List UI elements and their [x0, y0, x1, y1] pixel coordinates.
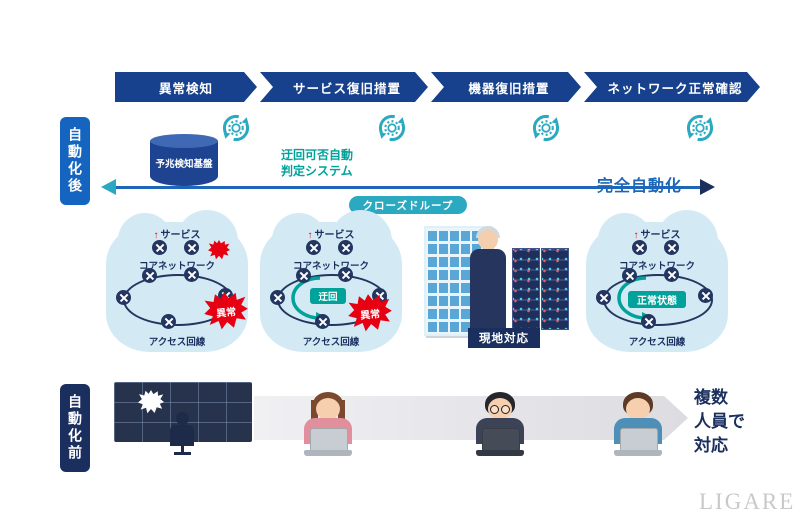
worker-with-laptop: [468, 392, 532, 462]
network-node-icon: [338, 240, 353, 255]
note-line-3: 対応: [694, 435, 728, 455]
service-row: ↑サービス: [586, 226, 728, 241]
ligare-watermark: LIGARE: [699, 489, 796, 514]
worker-with-laptop: [606, 392, 670, 462]
flow-arrow-left-icon: [101, 179, 116, 195]
normal-state-pill: 正常状態: [628, 291, 686, 308]
core-network-label: コアネットワーク: [138, 261, 215, 272]
network-node-icon: [184, 267, 199, 282]
alert-label: 異常: [359, 308, 381, 322]
network-node-icon: [116, 290, 131, 305]
access-line-label: アクセス回線: [628, 337, 686, 348]
service-row: ↑サービス: [106, 226, 248, 241]
network-node-icon: [161, 314, 176, 329]
laptop-icon: [620, 428, 658, 452]
judge-line-2: 判定システム: [281, 163, 353, 178]
process-step-bar: 異常検知 サービス復旧措置 機器復旧措置 ネットワーク正常確認: [115, 72, 760, 102]
worker-head: [488, 398, 512, 420]
network-node-icon: [306, 240, 321, 255]
cylinder-top: [150, 134, 218, 148]
access-line-label: アクセス回線: [302, 337, 360, 348]
network-node-icon: [315, 314, 330, 329]
step-anomaly-detection: 異常検知: [115, 72, 257, 102]
auto-loop-icon: [684, 112, 716, 144]
label-after-automation: 自動化後: [60, 117, 90, 205]
label-before-automation: 自動化前: [60, 384, 90, 472]
operator-silhouette-body: [170, 425, 194, 446]
detour-pill: 迂回: [310, 288, 346, 304]
cylinder-body: [150, 141, 218, 186]
auto-loop-icon: [376, 112, 408, 144]
prediction-platform-label: 予兆検知基盤: [155, 159, 213, 170]
network-cloud-anomaly: ↑サービス コアネットワーク 異常 アクセス回線: [106, 210, 248, 352]
core-network-label: コアネットワーク: [618, 261, 695, 272]
worker-head: [316, 398, 340, 420]
laptop-base: [476, 450, 524, 456]
network-node-icon: [184, 240, 199, 255]
glasses-icon: [489, 405, 511, 414]
network-node-icon: [142, 268, 157, 283]
automation-flow-line: [116, 186, 702, 189]
service-row: ↑サービス: [260, 226, 402, 241]
judge-line-1: 迂回可否自動: [281, 148, 354, 162]
network-cloud-normal: ↑サービス コアネットワーク 正常状態 アクセス回線: [586, 210, 728, 352]
auto-loop-icon: [530, 112, 562, 144]
network-node-icon: [152, 240, 167, 255]
network-node-icon: [698, 288, 713, 303]
flow-arrow-right-icon: [700, 179, 715, 195]
laptop-icon: [482, 428, 520, 452]
network-node-icon: [596, 290, 611, 305]
network-node-icon: [270, 290, 285, 305]
multiple-personnel-note: 複数 人員で 対応: [694, 386, 745, 457]
up-arrow-icon: ↑: [153, 230, 159, 241]
step-label: 機器復旧措置: [468, 81, 550, 96]
operator-chair-base: [174, 452, 191, 455]
step-label: サービス復旧措置: [292, 81, 401, 96]
step-service-recovery: サービス復旧措置: [260, 72, 428, 102]
network-node-icon: [338, 267, 353, 282]
up-arrow-icon: ↑: [307, 230, 313, 241]
auto-loop-icon: [220, 112, 252, 144]
alert-label: 異常: [215, 306, 237, 320]
worker-with-laptop: [296, 392, 360, 462]
engineer-body: [470, 249, 506, 332]
engineer-head: [478, 230, 498, 250]
laptop-base: [304, 450, 352, 456]
note-line-2: 人員で: [694, 411, 745, 431]
step-equipment-recovery: 機器復旧措置: [431, 72, 581, 102]
operator-silhouette-head: [176, 412, 189, 425]
network-node-icon: [664, 240, 679, 255]
server-rack-icon: [541, 248, 569, 330]
closed-loop-banner: クローズドループ: [349, 196, 467, 214]
network-node-icon: [664, 267, 679, 282]
full-automation-label: 完全自動化: [597, 178, 683, 195]
access-line-label: アクセス回線: [148, 337, 206, 348]
service-label: サービス: [160, 230, 201, 241]
onsite-response-label: 現地対応: [468, 328, 540, 348]
server-rack-icon: [512, 248, 540, 330]
prediction-platform-cylinder: 予兆検知基盤: [150, 134, 218, 186]
service-label: サービス: [640, 230, 681, 241]
worker-head: [626, 398, 650, 420]
step-label: ネットワーク正常確認: [607, 81, 743, 96]
operator-chair-stem: [181, 446, 184, 453]
up-arrow-icon: ↑: [633, 230, 639, 241]
laptop-icon: [310, 428, 348, 452]
alert-burst-icon: [208, 240, 230, 260]
detour-judgement-system-label: 迂回可否自動 判定システム: [281, 148, 353, 179]
step-network-confirm: ネットワーク正常確認: [584, 72, 760, 102]
laptop-base: [614, 450, 662, 456]
note-line-1: 複数: [694, 388, 728, 407]
service-label: サービス: [314, 230, 355, 241]
alert-burst-icon: [138, 390, 164, 414]
network-node-icon: [296, 268, 311, 283]
network-cloud-detour: ↑サービス コアネットワーク 迂回 異常 アクセス回線: [260, 210, 402, 352]
network-node-icon: [641, 314, 656, 329]
network-node-icon: [632, 240, 647, 255]
core-network-label: コアネットワーク: [292, 261, 369, 272]
step-label: 異常検知: [158, 81, 213, 96]
network-node-icon: [622, 268, 637, 283]
